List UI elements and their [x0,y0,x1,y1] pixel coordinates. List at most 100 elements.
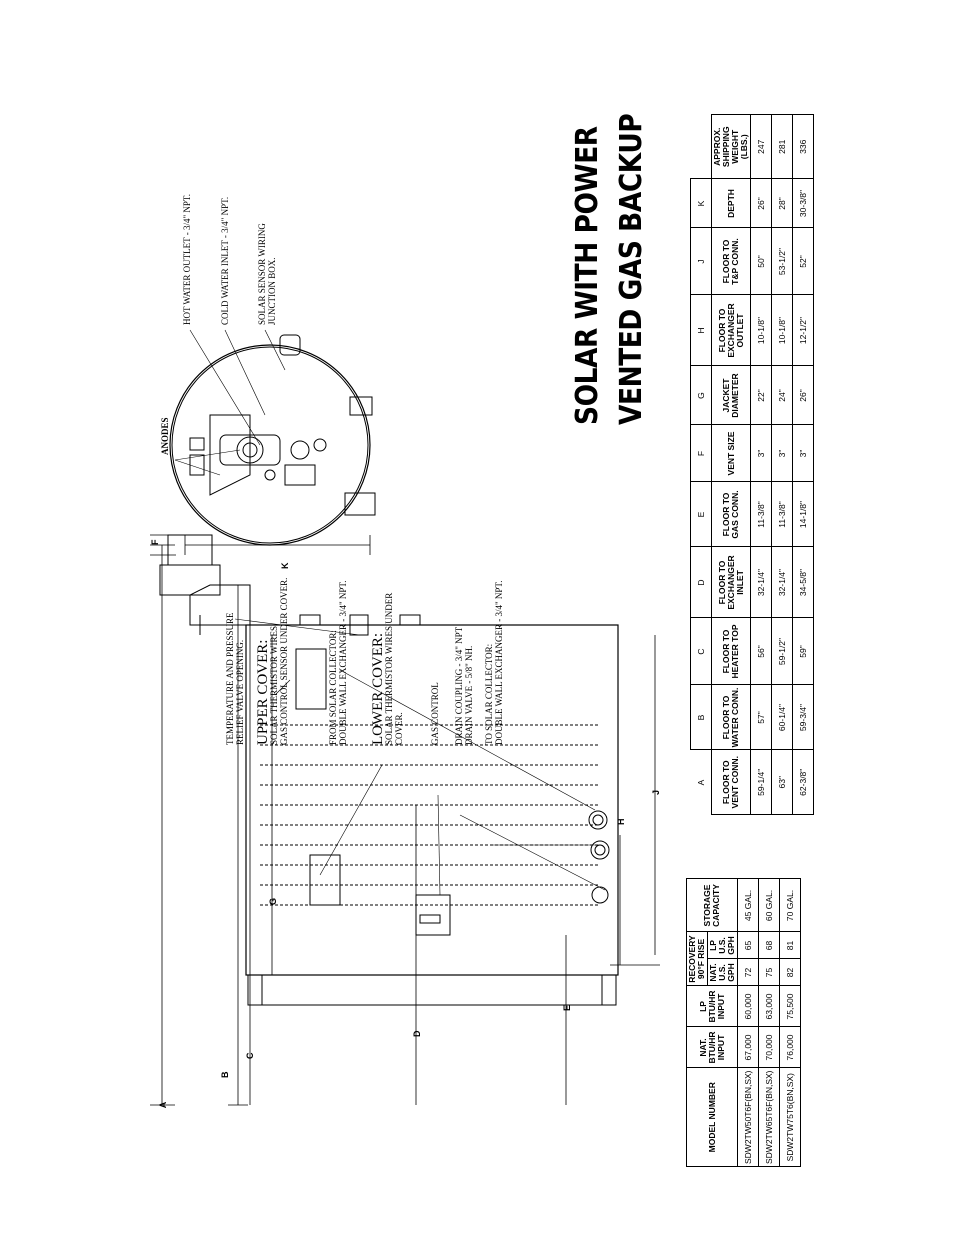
lp-gph-header: LP U.S. GPH [707,931,738,959]
sensor-box-label-2: JUNCTION BOX. [267,258,277,326]
cell: 63" [771,750,793,815]
header-cell: JACKET DIAMETER [711,366,751,425]
nat-btu-header: NAT. BTU/HR INPUT [686,1026,738,1068]
cell: F [690,425,712,482]
dim-label-a: A [158,1101,168,1108]
dim-label-d: D [412,1030,422,1037]
dim-label-h: H [616,819,626,826]
lower-cover-label: LOWER COVER: [370,633,386,745]
cell: 65 [737,931,759,959]
lower-cover-note-1: SOLAR THERMISTOR WIRES UNDER [384,593,394,745]
cell: B [690,685,712,750]
header-cell: FLOOR TO EXCHANGER INLET [711,547,751,618]
table-row: SDW2TW50T6F(BN,SX) 67,000 60,000 72 65 4… [737,878,759,1167]
nat-gph-header: NAT. U.S. GPH [707,958,738,986]
cell: 22" [750,366,772,425]
cell: 3" [771,425,793,482]
cell: 70,000 [758,1026,780,1068]
model-header: MODEL NUMBER [686,1067,738,1167]
upper-cover-note-1: SOLAR THERMISTOR WIRES. [269,624,279,745]
cell: 3" [792,425,814,482]
upper-cover-note-2: GAS CONTROL SENSOR UNDER COVER. [279,578,289,745]
cell: 11-3/8" [771,482,793,547]
dimension-labels: A B C D E F G H J K [150,539,661,1108]
title-line-2: VENTED GAS BACKUP [614,113,649,425]
anodes-label: ANODES [160,417,170,455]
cell: 30-3/8" [792,179,814,228]
recovery-header: RECOVERY 90°F RISE [686,931,708,986]
cell: 10-1/8" [771,295,793,366]
cell: SDW2TW75T6(BN,SX) [779,1067,801,1167]
from-solar-label-1: FROM SOLAR COLLECTOR: [328,630,338,745]
dimension-table: A B C D E F G H J K FLOOR TO VENT CONN. … [690,114,814,815]
cell: 57" [750,685,772,750]
table-row: SDW2TW65T6F(BN,SX) 70,000 63,000 75 68 6… [758,878,780,1167]
cell: 60-1/4" [771,685,793,750]
gas-control-label: GAS CONTROL [430,682,440,745]
top-callouts: HOT WATER OUTLET - 3/4" NPT. COLD WATER … [160,194,277,455]
letter-row: A B C D E F G H J K [690,115,712,815]
cell: 26" [750,179,772,228]
cell: 34-5/8" [792,547,814,618]
lower-cover-note-2: COVER. [394,712,404,745]
cell: 81 [779,931,801,959]
header-cell: VENT SIZE [711,425,751,482]
table-row: SDW2TW75T6(BN,SX) 76,000 75,500 82 81 70… [779,878,801,1167]
side-callouts: TEMPERATURE AND PRESSURE RELIEF VALVE OP… [225,578,504,745]
cell: A [690,750,712,815]
cell: SDW2TW50T6F(BN,SX) [737,1067,759,1167]
cell: G [690,366,712,425]
dim-label-c: C [245,1052,255,1059]
cold-inlet-label: COLD WATER INLET - 3/4" NPT. [220,197,230,325]
dim-label-g: G [268,898,278,905]
to-solar-label-2: DOUBLE WALL EXCHANGER - 3/4" NPT. [494,581,504,746]
cell: C [690,618,712,685]
cell: E [690,482,712,547]
cell: 75,500 [779,985,801,1027]
cell: 62-3/8" [792,750,814,815]
upper-cover-label: UPPER COVER: [255,640,271,745]
cell: 336 [792,114,814,179]
cell: 26" [792,366,814,425]
side-dimension-lines [150,534,660,1106]
drain-label-1: DRAIN COUPLING - 3/4" NPT [454,626,464,745]
header-row: FLOOR TO VENT CONN. FLOOR TO WATER CONN.… [711,114,751,815]
to-solar-label-1: TO SOLAR COLLECTOR: [484,644,494,745]
cell: 60 GAL. [758,878,780,932]
title-line-1: SOLAR WITH POWER [570,126,605,425]
dim-label-f: F [150,539,160,545]
dim-label-k: K [280,562,290,569]
header-cell: FLOOR TO GAS CONN. [711,482,751,547]
cell: 63,000 [758,985,780,1027]
cell: 67,000 [737,1026,759,1068]
cell: 53-1/2" [771,228,793,295]
cell: 60,000 [737,985,759,1027]
header-cell: FLOOR TO WATER CONN. [711,685,751,750]
cell: 75 [758,958,780,986]
cell: 247 [750,114,772,179]
cell: 52" [792,228,814,295]
cell: 68 [758,931,780,959]
cell: 10-1/8" [750,295,772,366]
cell: 28" [771,179,793,228]
header-cell: FLOOR TO EXCHANGER OUTLET [711,295,751,366]
from-solar-label-2: DOUBLE WALL EXCHANGER - 3/4" NPT. [338,581,348,746]
cell: 72 [737,958,759,986]
top-view-leaders [174,329,286,476]
drain-label-2: DRAIN VALVE - 5/8" NH. [464,646,474,745]
header-cell: APPROX. SHIPPING WEIGHT (LBS.) [711,114,751,179]
recovery-header-2: 90°F RISE [696,938,706,980]
cell: 14-1/8" [792,482,814,547]
cell: 45 GAL. [737,878,759,932]
cell: SDW2TW65T6F(BN,SX) [758,1067,780,1167]
tp-valve-label-2: RELIEF VALVE OPENING. [235,640,245,745]
table-row: 63" 60-1/4" 59-1/2" 32-1/4" 11-3/8" 3" 2… [771,114,793,815]
cell: D [690,547,712,618]
page-title: SOLAR WITH POWER VENTED GAS BACKUP [566,65,654,425]
cell: 11-3/8" [750,482,772,547]
table-row: 62-3/8" 59-3/4" 59" 34-5/8" 14-1/8" 3" 2… [792,114,814,815]
cell: 59-3/4" [792,685,814,750]
cell: 76,000 [779,1026,801,1068]
cell: 56" [750,618,772,685]
